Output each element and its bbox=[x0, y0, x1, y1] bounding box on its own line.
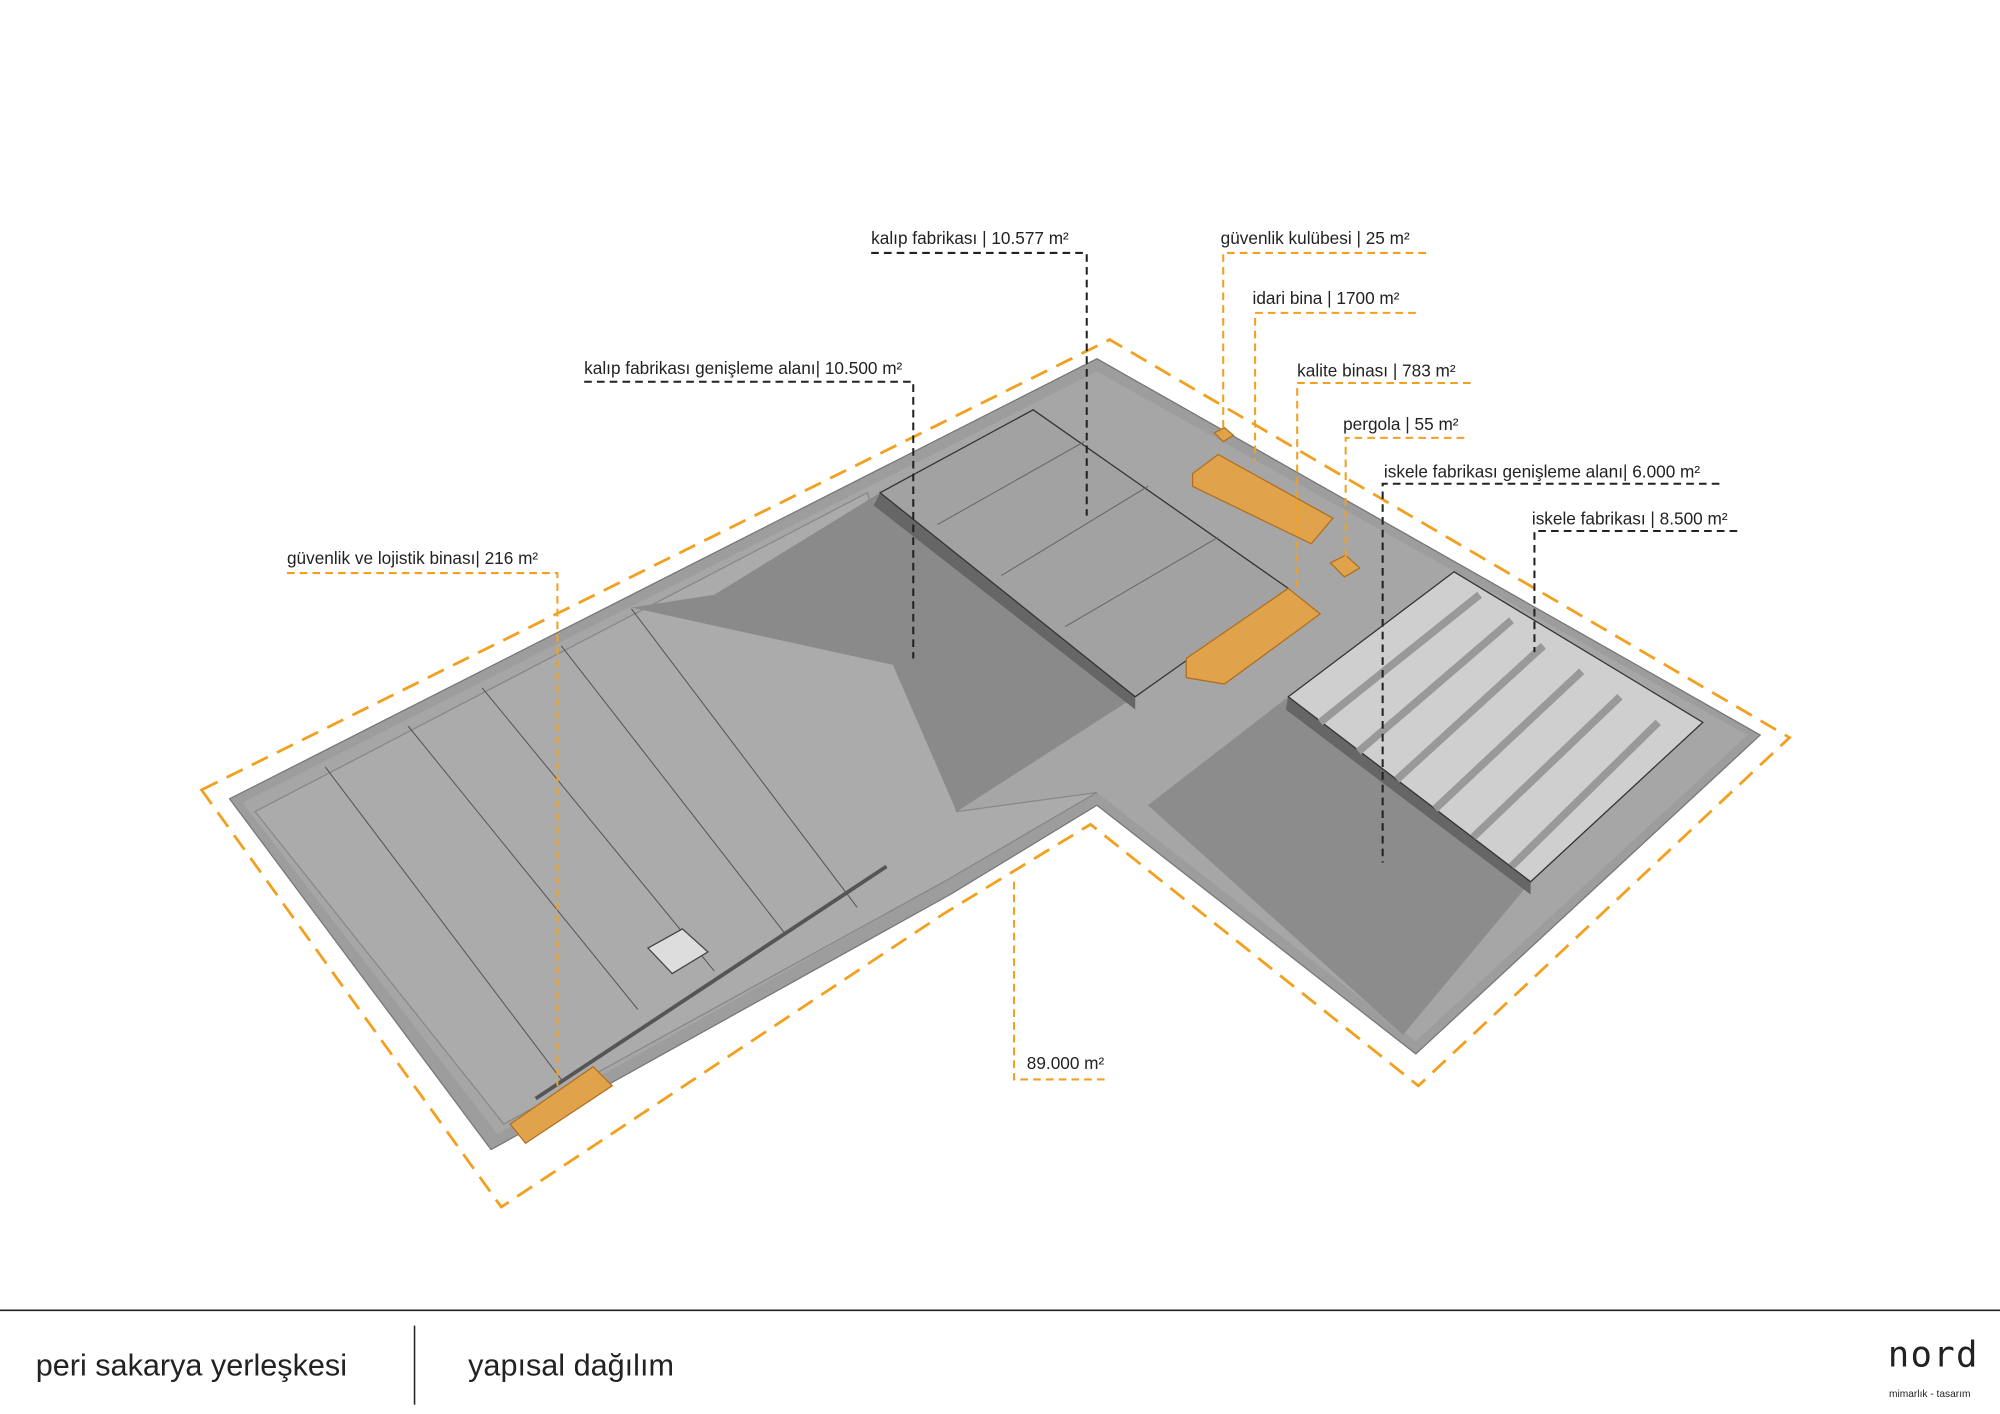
iskele-expansion-area bbox=[1147, 696, 1531, 1035]
rail bbox=[534, 864, 888, 1101]
leader-iskele bbox=[1533, 529, 1738, 653]
leader-kulube bbox=[1222, 251, 1427, 436]
label-iskele-fabrikasi: iskele fabrikası | 8.500 m² bbox=[1532, 509, 1728, 529]
label-iskele-genisleme: iskele fabrikası genişleme alanı| 6.000 … bbox=[1384, 461, 1700, 481]
iskele-fabrikasi-roof bbox=[1287, 571, 1704, 883]
nord-logo: nord bbox=[1888, 1334, 1979, 1375]
leader-iskele-genisleme bbox=[1381, 482, 1720, 863]
label-site-area: 89.000 m² bbox=[1027, 1053, 1105, 1073]
label-guvenlik-kulubesi: güvenlik kulübesi | 25 m² bbox=[1221, 228, 1410, 248]
leader-idari bbox=[1254, 311, 1416, 461]
leader-pergola bbox=[1344, 436, 1465, 563]
roof-stripes bbox=[1317, 591, 1661, 870]
project-title: peri sakarya yerleşkesi bbox=[36, 1348, 347, 1382]
label-guvenlik-lojistik: güvenlik ve lojistik binası| 216 m² bbox=[287, 548, 538, 568]
roof-lines bbox=[937, 441, 1219, 628]
small-shed bbox=[646, 928, 709, 975]
iskele-fabrikasi-wall bbox=[1285, 696, 1531, 895]
slab-grid-lines bbox=[324, 608, 858, 1080]
sheet-title: yapısal dağılım bbox=[468, 1348, 674, 1382]
nord-logo-subtitle: mimarlık - tasarım bbox=[1889, 1389, 1971, 1400]
label-kalip-genisleme: kalıp fabrikası genişleme alanı| 10.500 … bbox=[584, 358, 902, 378]
label-kalip-fabrikasi: kalıp fabrikası | 10.577 m² bbox=[871, 228, 1069, 248]
leader-site-area bbox=[1013, 881, 1106, 1081]
label-kalite-binasi: kalite binası | 783 m² bbox=[1297, 361, 1456, 381]
kalip-fabrikasi-wall bbox=[873, 492, 1136, 710]
label-pergola: pergola | 55 m² bbox=[1343, 414, 1459, 434]
site-boundary bbox=[199, 338, 1792, 1209]
kalite-binasi bbox=[1185, 587, 1322, 685]
leader-kalite bbox=[1296, 382, 1471, 589]
label-idari-bina: idari bina | 1700 m² bbox=[1253, 288, 1400, 308]
pergola bbox=[1329, 554, 1361, 578]
guvenlik-lojistik-binasi bbox=[509, 1065, 614, 1145]
leader-lojistik bbox=[286, 572, 559, 1086]
kalip-expansion-area bbox=[631, 492, 1136, 812]
leader-kalip-genisleme bbox=[584, 380, 915, 659]
